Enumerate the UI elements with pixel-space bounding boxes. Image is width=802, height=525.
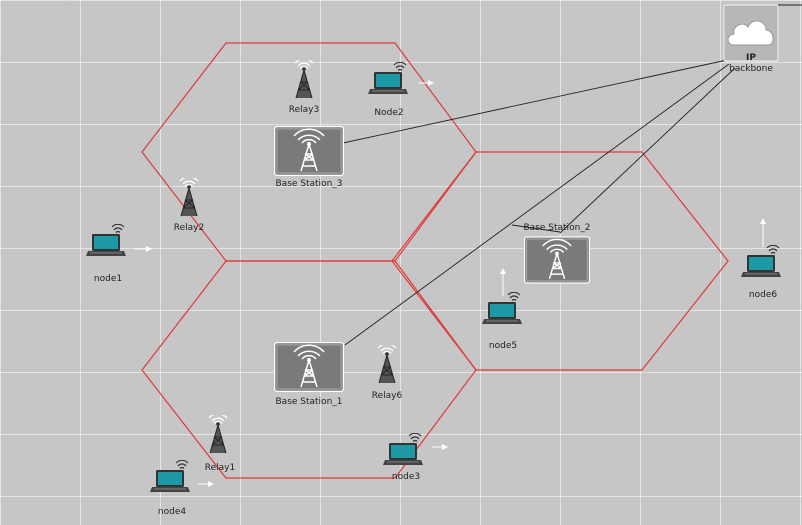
arrow-icon [134, 246, 152, 252]
arrow-icon [500, 268, 506, 296]
relay-label: Relay3 [289, 105, 319, 115]
node-2[interactable]: Node2 [368, 62, 434, 118]
laptop-icon [150, 460, 191, 493]
base-station-3[interactable]: Base Station_3 [274, 126, 344, 190]
arrow-icon [760, 218, 766, 247]
tower-icon [377, 345, 397, 384]
link-cloud-bs1 [344, 63, 730, 346]
tower-icon [179, 178, 199, 217]
base-station-icon [274, 342, 344, 392]
link-cloud-bs3 [342, 59, 728, 144]
node-label: node4 [158, 507, 186, 517]
cell-bs1 [141, 260, 477, 479]
arrow-icon [198, 481, 214, 487]
link-cloud-bs2 [559, 67, 736, 234]
cloud-caption: backbone [729, 64, 773, 74]
arrow-icon [418, 80, 434, 86]
relay-6[interactable]: Relay6 [372, 344, 403, 401]
base-station-icon [274, 126, 344, 176]
relay-label: Relay2 [174, 223, 204, 233]
node-label: node1 [94, 274, 122, 284]
laptop-icon [741, 245, 782, 278]
relay-label: Relay1 [205, 463, 235, 473]
link-bs2-extra [511, 224, 561, 233]
top-ruler: . [69, 0, 71, 7]
cloud-node[interactable]: IP [723, 4, 779, 63]
laptop-icon [383, 433, 424, 466]
base-station-2[interactable]: Base Station_2 [524, 223, 591, 284]
base-station-1[interactable]: Base Station_1 [274, 342, 344, 408]
node-5[interactable]: node5 [482, 268, 523, 351]
relay-label: Relay6 [372, 391, 403, 401]
relay-3[interactable]: Relay3 [289, 59, 319, 115]
laptop-icon [86, 224, 127, 257]
cloud-icon [727, 20, 774, 46]
tower-icon [294, 60, 314, 99]
node-6[interactable]: node6 [741, 218, 782, 300]
node-label: node3 [392, 472, 420, 482]
relay-1[interactable]: Relay1 [205, 414, 235, 473]
tower-icon [208, 415, 228, 454]
cloud-label: IP [746, 53, 756, 63]
node-4[interactable]: node4 [150, 460, 214, 517]
node-label: node5 [489, 341, 517, 351]
relay-2[interactable]: Relay2 [174, 177, 204, 233]
base-station-icon [524, 236, 590, 284]
laptop-icon [368, 62, 409, 95]
base-station-label: Base Station_3 [276, 179, 343, 189]
base-station-label: Base Station_1 [276, 397, 343, 407]
node-1[interactable]: node1 [86, 224, 152, 284]
node-label: Node2 [374, 108, 403, 118]
laptop-icon [482, 292, 523, 325]
base-station-label: Base Station_2 [524, 223, 591, 233]
arrow-icon [432, 444, 448, 450]
node-label: node6 [749, 290, 777, 300]
svg-text:.: . [69, 0, 71, 7]
node-3[interactable]: node3 [383, 433, 448, 482]
